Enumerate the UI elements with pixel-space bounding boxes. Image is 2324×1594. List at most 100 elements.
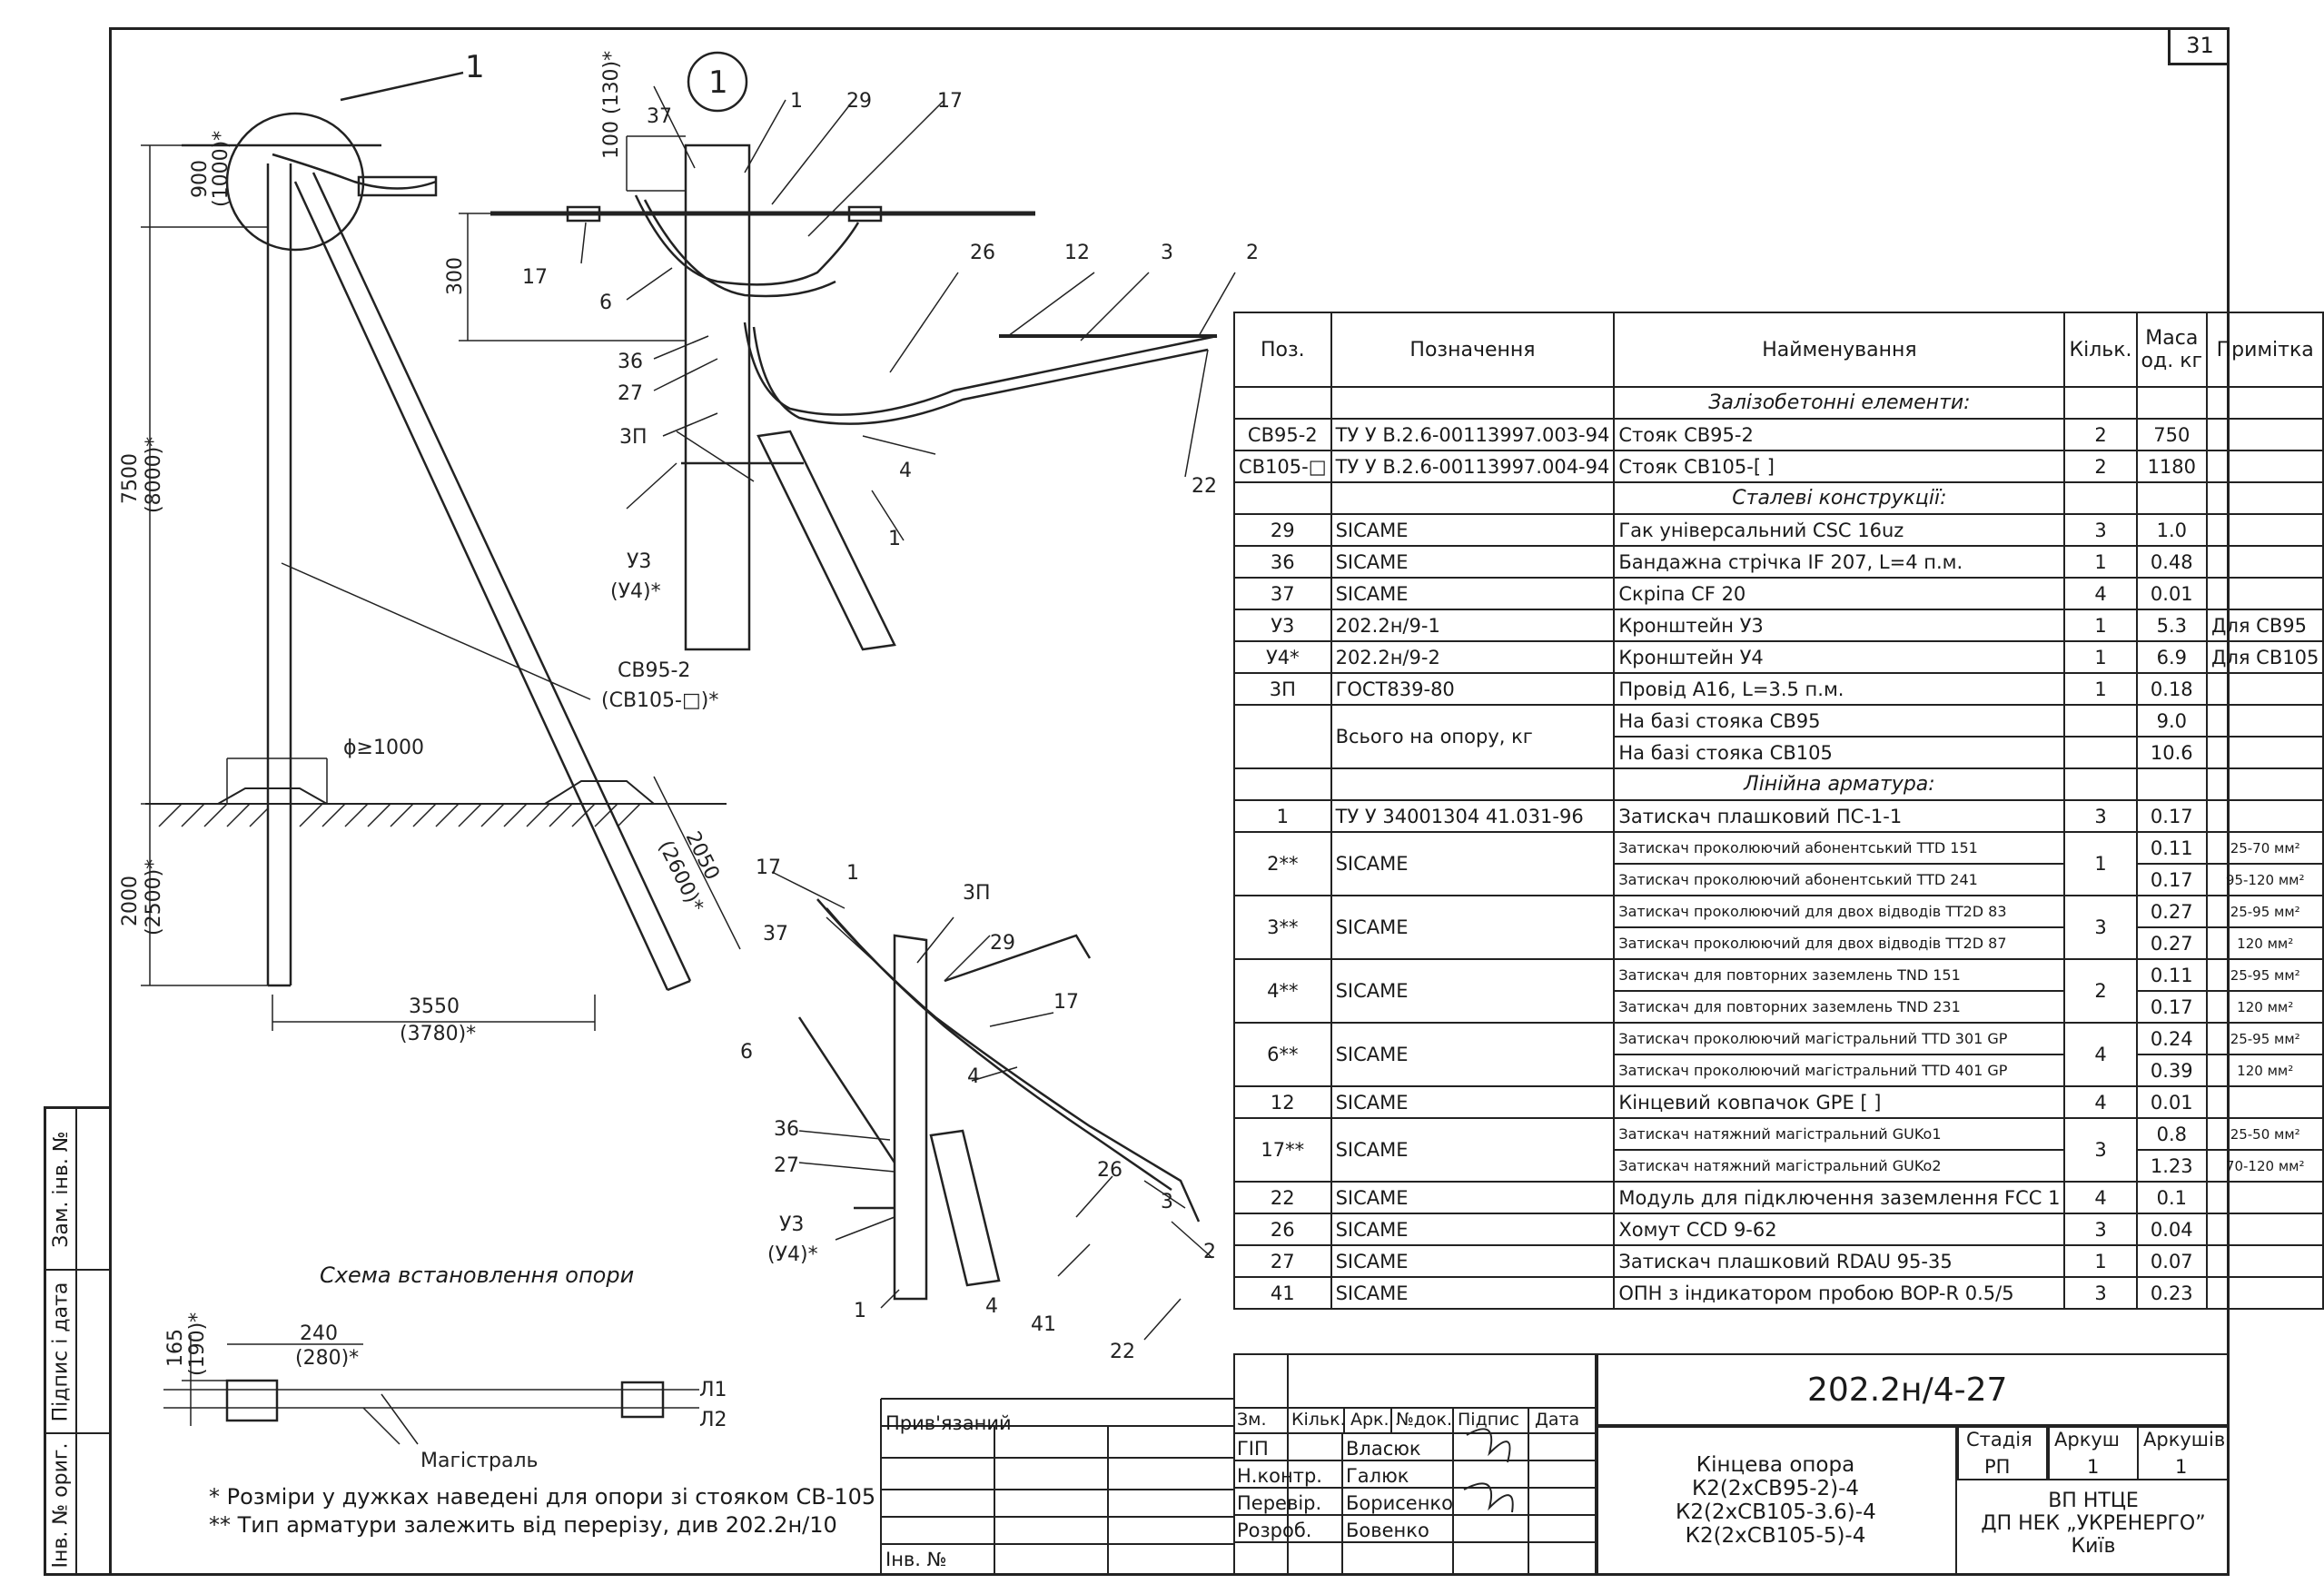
cell-note [2206, 513, 2324, 547]
organization: ВП НТЦЕ ДП НЕК „УКРЕНЕРГО” Київ [1966, 1490, 2220, 1558]
cell-name: Затискач проколюючий абонентський TTD 15… [1613, 831, 2066, 865]
main-pole [266, 163, 292, 987]
sheets-label: Аркушів [2143, 1429, 2226, 1450]
total-label: Всього на опору, кг [1330, 704, 1616, 769]
cell-mass: 0.1 [2135, 1181, 2209, 1214]
cell-code: SICAME [1330, 1244, 1616, 1278]
label-12-top: 12 [1064, 242, 1090, 264]
cell-qty: 3 [2063, 895, 2138, 960]
object-title: Кінцева опора К2(2хСВ95-2)-4 К2(2хСВ105-… [1676, 1453, 1876, 1548]
cell-pos: СВ105-□ [1233, 450, 1332, 483]
cell-qty: 1 [2063, 640, 2138, 674]
cell-name: Кінцевий ковпачок GPE [ ] [1613, 1085, 2066, 1119]
cell-code: SICAME [1330, 1022, 1616, 1087]
name-0: Власюк [1346, 1438, 1421, 1460]
title-block-signatures [1233, 1353, 1597, 1576]
cell-pos: 3** [1233, 895, 1332, 960]
detail-strut [757, 430, 896, 651]
cell-code: SICAME [1330, 577, 1616, 610]
cell-note [2206, 545, 2324, 579]
cell-mass: 0.23 [2135, 1276, 2209, 1310]
label-29-top: 29 [846, 90, 872, 113]
dim-text-7500: 7500 [119, 453, 142, 504]
col-kilk: Кільк. [1291, 1410, 1346, 1430]
section-rc: Залізобетонні елементи: [1613, 386, 2066, 420]
scheme-dims [182, 1335, 363, 1426]
cell-pos: 3П [1233, 672, 1332, 706]
signature-2 [1463, 1482, 1514, 1513]
hdr-mass-l1: Маса [2145, 327, 2199, 350]
cell-name: Затискач проколюючий магістральний TTD 4… [1613, 1054, 2066, 1087]
label-27-iso: 27 [774, 1154, 799, 1177]
cell-pos: 37 [1233, 577, 1332, 610]
scheme-leaders [362, 1393, 419, 1445]
hdr-code: Позначення [1330, 312, 1616, 388]
cell-code: 202.2н/9-1 [1330, 609, 1616, 642]
detail-bubble [687, 51, 748, 113]
hdr-note: Примітка [2206, 312, 2324, 388]
cell-mass: 1.23 [2135, 1149, 2209, 1183]
label-u3-iso: У3 [779, 1213, 804, 1236]
section-row: Сталеві конструкції: [1233, 481, 2324, 515]
cell-mass: 6.9 [2135, 640, 2209, 674]
cell-qty: 3 [2063, 1213, 2138, 1246]
cell-note [2206, 577, 2324, 610]
label-22-top: 22 [1192, 475, 1217, 498]
label-37-top: 37 [647, 105, 672, 128]
name-2: Борисенко [1346, 1492, 1453, 1514]
cell-pos: У4* [1233, 640, 1332, 674]
cell-qty: 2 [2063, 450, 2138, 483]
cell-mass: 1.0 [2135, 513, 2209, 547]
fitting-block [357, 175, 438, 197]
role-1: Н.контр. [1237, 1465, 1322, 1487]
label-detail-1-bubble: 1 [708, 64, 728, 101]
cell-code: SICAME [1330, 545, 1616, 579]
detail-circle-1 [225, 112, 365, 252]
cell-note: Для СВ95 [2206, 609, 2324, 642]
label-17-top: 17 [937, 90, 963, 113]
cell-pos: 26 [1233, 1213, 1332, 1246]
cell-name: Кронштейн У3 [1613, 609, 2066, 642]
cell-name: Провід А16, L=3.5 п.м. [1613, 672, 2066, 706]
cell-note: 25-95 мм² [2206, 958, 2324, 992]
cell-code: ТУ У 34001304 41.031-96 [1330, 799, 1616, 833]
table-row: Затискач проколюючий абонентський TTD 24… [1234, 863, 2324, 896]
inv-no-label: Інв. № [885, 1549, 947, 1570]
total-r1-name: На базі стояка СВ95 [1613, 704, 2066, 738]
name-1: Галюк [1346, 1465, 1409, 1487]
label-22-iso: 22 [1110, 1341, 1135, 1363]
dim-phi [226, 757, 328, 804]
side-cell-inv: Інв. № ориг. [46, 1434, 112, 1576]
cell-mass: 750 [2135, 418, 2209, 451]
cell-code: ГОСТ839-80 [1330, 672, 1616, 706]
sheet-label: Аркуш [2054, 1429, 2121, 1450]
dim-text-3550: 3550 [409, 995, 460, 1018]
hdr-mass-l2: од. кг [2141, 350, 2203, 372]
cell-name: Затискач натяжний магістральний GUKo1 [1613, 1117, 2066, 1151]
branch-cable-2 [752, 326, 1209, 425]
label-4-iso: 4 [967, 1065, 980, 1088]
conductor-bundle [634, 194, 860, 286]
cell-mass: 0.11 [2135, 958, 2209, 992]
title-block-title-cell [1597, 1426, 1957, 1576]
col-ndok: №док. [1396, 1410, 1453, 1430]
table-row: Затискач проколюючий магістральний TTD 4… [1234, 1054, 2324, 1087]
dim-text-240: 240 [300, 1322, 338, 1345]
cell-pos: 6** [1233, 1022, 1332, 1087]
cell-mass: 0.8 [2135, 1117, 2209, 1151]
dim-2050 [653, 776, 741, 950]
label-detail-1-left: 1 [465, 49, 485, 85]
cell-pos: У3 [1233, 609, 1332, 642]
detail-pole [684, 144, 751, 651]
cell-name: Затискач плашковий RDAU 95-35 [1613, 1244, 2066, 1278]
label-3-iso: 3 [1161, 1191, 1173, 1213]
side-cell-pidpys: Підпис і дата [46, 1271, 112, 1434]
dim-300 [459, 213, 686, 342]
section-row: Залізобетонні елементи: [1233, 386, 2324, 420]
iso-cable-2 [826, 907, 1172, 1192]
